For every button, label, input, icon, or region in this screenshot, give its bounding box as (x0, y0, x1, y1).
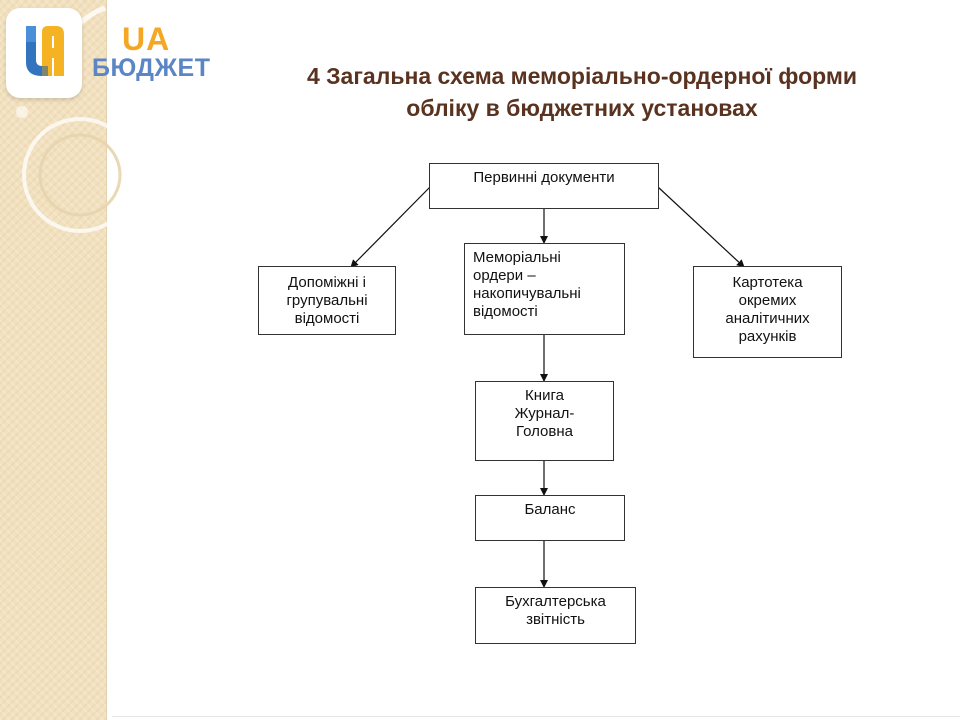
node-balance-line-1: Баланс (524, 501, 576, 518)
node-cards-line-3: аналітичних (725, 310, 810, 327)
node-analytical-cards: Картотека окремих аналітичних рахунків (693, 266, 842, 358)
brand-wordmark: UA БЮДЖЕТ (92, 22, 222, 86)
bottom-divider (112, 716, 960, 717)
node-journal-line-2: Журнал- (514, 405, 575, 422)
node-balance: Баланс (475, 495, 625, 541)
node-primary-documents-line-1: Первинні документи (473, 169, 615, 186)
node-cards-line-2: окремих (738, 292, 797, 309)
title-line-2: обліку в бюджетних установах (406, 95, 758, 121)
page-title: 4 Загальна схема меморіально-ордерної фо… (248, 60, 916, 124)
node-primary-documents: Первинні документи (429, 163, 659, 209)
node-journal-line-1: Книга (525, 387, 564, 404)
node-memorial-line-3: накопичувальні (473, 285, 581, 302)
node-memorial-orders: Меморіальні ордери – накопичувальні відо… (464, 243, 625, 335)
node-memorial-line-2: ордери – (473, 267, 536, 284)
title-line-1: 4 Загальна схема меморіально-ордерної фо… (306, 63, 858, 89)
node-memorial-line-4: відомості (473, 303, 538, 320)
node-reporting-line-2: звітність (526, 611, 585, 628)
arrow-primary-to-cards (657, 186, 745, 268)
node-cards-line-1: Картотека (732, 274, 803, 291)
brand-budget-text: БЮДЖЕТ (92, 54, 211, 82)
node-reporting-line-1: Бухгалтерська (505, 593, 606, 610)
ua-budget-logo-icon (26, 26, 64, 76)
brand-ua-text: UA (122, 21, 171, 57)
node-financial-reporting: Бухгалтерська звітність (475, 587, 636, 644)
arrow-primary-to-auxiliary (350, 186, 431, 268)
node-auxiliary-line-2: групувальні (286, 292, 368, 309)
node-journal-line-3: Головна (516, 423, 573, 440)
node-journal-ledger: Книга Журнал- Головна (475, 381, 614, 461)
node-auxiliary-line-1: Допоміжні і (288, 274, 366, 291)
node-cards-line-4: рахунків (738, 328, 797, 345)
node-auxiliary-statements: Допоміжні і групувальні відомості (258, 266, 396, 335)
logo (6, 8, 82, 98)
decorative-circles (16, 5, 138, 233)
node-auxiliary-line-3: відомості (294, 310, 360, 327)
node-memorial-line-1: Меморіальні (473, 249, 561, 266)
